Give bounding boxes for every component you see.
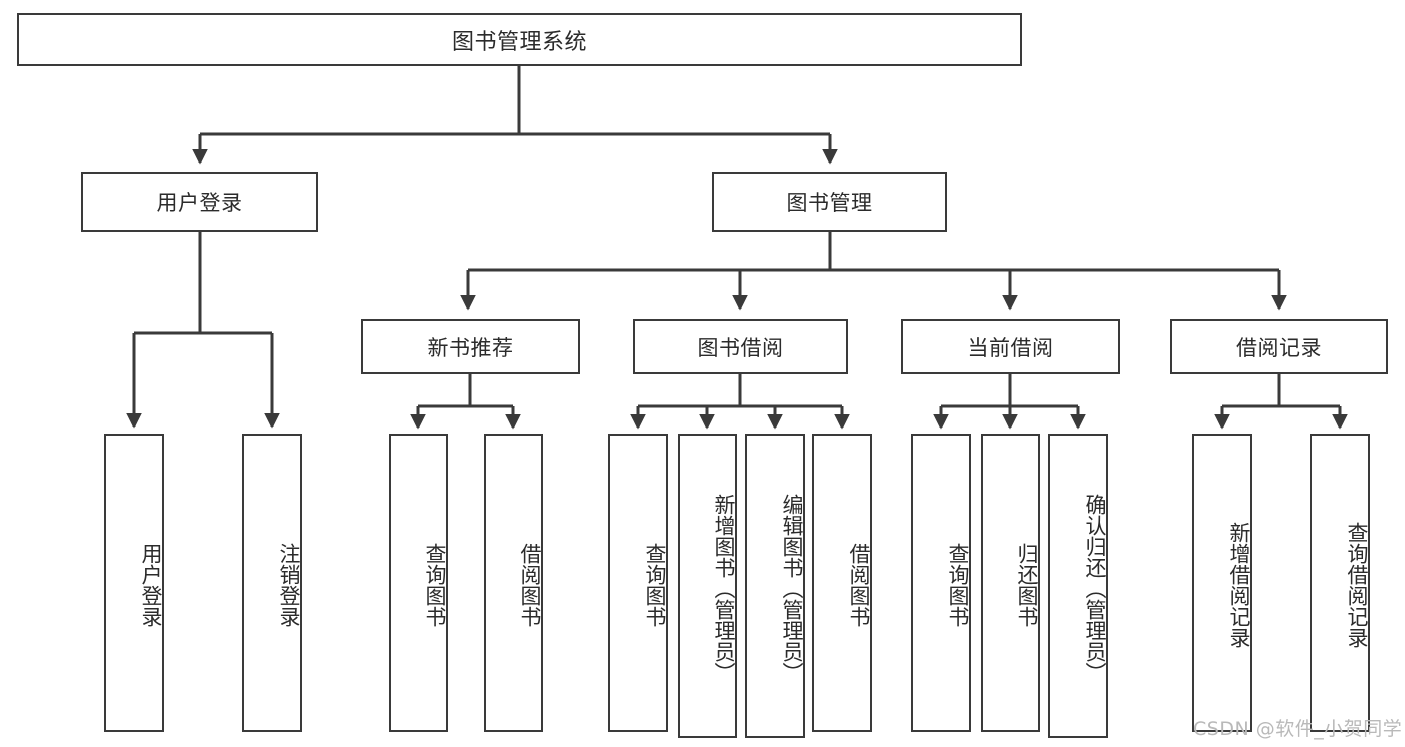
leaf-borrow-record-add[interactable]: 新增借阅记录 [1192, 434, 1252, 732]
leaf-current-borrow-query[interactable]: 查询图书 [911, 434, 971, 732]
leaf-book-borrow-query[interactable]: 查询图书 [608, 434, 668, 732]
leaf-current-borrow-confirm-return[interactable]: 确认归还（管理员） [1048, 434, 1108, 738]
node-label: 图书管理系统 [451, 29, 587, 55]
node-book-borrow[interactable]: 图书借阅 [633, 319, 848, 374]
node-label: 新书推荐 [427, 335, 514, 360]
leaf-book-borrow-edit[interactable]: 编辑图书（管理员） [745, 434, 805, 738]
node-label: 借阅记录 [1236, 335, 1322, 360]
node-label: 借阅图书 [847, 543, 871, 627]
node-label: 确认归还（管理员） [1083, 493, 1107, 683]
watermark-text: CSDN @软件_小贺同学 [1193, 718, 1403, 740]
node-label: 当前借阅 [967, 335, 1054, 360]
leaf-user-login-login[interactable]: 用户登录 [104, 434, 164, 732]
node-label: 图书借阅 [697, 335, 784, 360]
node-label: 查询图书 [946, 543, 970, 627]
leaf-book-borrow-add[interactable]: 新增图书（管理员） [678, 434, 737, 738]
node-label: 查询图书 [423, 543, 447, 627]
node-label: 新增图书（管理员） [712, 493, 736, 683]
leaf-new-book-query[interactable]: 查询图书 [389, 434, 448, 732]
node-label: 归还图书 [1015, 543, 1039, 627]
node-label: 用户登录 [139, 543, 163, 627]
leaf-new-book-borrow[interactable]: 借阅图书 [484, 434, 543, 732]
node-label: 图书管理 [786, 191, 873, 215]
leaf-borrow-record-query[interactable]: 查询借阅记录 [1310, 434, 1370, 732]
node-book-management[interactable]: 图书管理 [712, 172, 947, 232]
leaf-user-login-logout[interactable]: 注销登录 [242, 434, 302, 732]
node-user-login[interactable]: 用户登录 [81, 172, 318, 232]
node-borrow-record[interactable]: 借阅记录 [1170, 319, 1388, 374]
leaf-current-borrow-return[interactable]: 归还图书 [981, 434, 1040, 732]
node-label: 编辑图书（管理员） [780, 493, 804, 683]
leaf-book-borrow-borrow[interactable]: 借阅图书 [812, 434, 872, 732]
node-label: 新增借阅记录 [1227, 522, 1251, 648]
node-label: 查询图书 [643, 543, 667, 627]
node-label: 注销登录 [277, 543, 301, 627]
node-current-borrow[interactable]: 当前借阅 [901, 319, 1120, 374]
node-label: 查询借阅记录 [1345, 522, 1369, 648]
node-root[interactable]: 图书管理系统 [17, 13, 1022, 66]
node-label: 用户登录 [156, 191, 243, 215]
node-new-book-recommend[interactable]: 新书推荐 [361, 319, 580, 374]
node-label: 借阅图书 [518, 543, 542, 627]
